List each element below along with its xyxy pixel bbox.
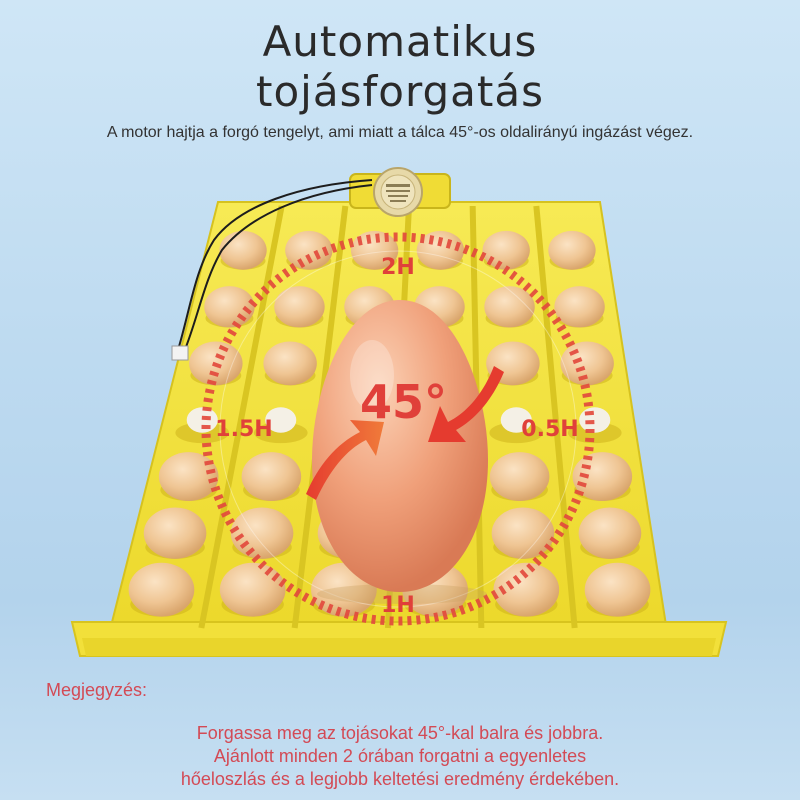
egg (230, 507, 294, 559)
egg (285, 230, 333, 270)
rotate-arrow-left-icon (306, 420, 384, 500)
featured-egg (312, 300, 488, 604)
egg (482, 230, 530, 270)
page-title-line1: Automatikus (262, 17, 538, 66)
egg-turner-illustration: 45° 2H 0.5H 1H 1.5H (70, 167, 728, 657)
rotation-dial (201, 232, 595, 626)
angle-label: 45° (360, 375, 447, 429)
egg (548, 230, 596, 270)
egg (491, 507, 555, 559)
subtitle: A motor hajtja a forgó tengelyt, ami mia… (106, 124, 694, 141)
clock-label-right: 0.5H (521, 417, 578, 442)
note-body: Forgassa meg az tojásokat 45°-kal balra … (0, 722, 800, 791)
rotate-arrow-right-icon (428, 366, 504, 442)
egg (241, 452, 302, 501)
clock-label-left: 1.5H (215, 417, 272, 442)
egg (158, 452, 219, 501)
egg (274, 286, 325, 328)
note-heading: Megjegyzés: (46, 680, 148, 700)
egg (579, 407, 611, 433)
egg-shadow (253, 422, 308, 444)
egg (572, 452, 633, 501)
motor-icon (373, 167, 423, 217)
egg (493, 562, 560, 617)
tray-rail (533, 205, 578, 629)
egg (578, 507, 642, 559)
egg (416, 230, 465, 270)
egg (219, 562, 286, 617)
egg-shadow (175, 422, 230, 444)
tray-rail (198, 205, 285, 629)
egg (484, 286, 535, 328)
page-title-line2: tojásforgatás (256, 67, 544, 116)
clock-label-bottom: 1H (381, 593, 415, 618)
note-line: Forgassa meg az tojásokat 45°-kal balra … (196, 723, 604, 743)
egg (554, 286, 605, 328)
egg (143, 507, 207, 559)
egg (128, 562, 195, 617)
egg (265, 407, 297, 433)
note-line: Ajánlott minden 2 órában forgatni a egye… (213, 746, 587, 766)
egg (584, 562, 651, 617)
egg (500, 407, 532, 433)
note-line: hőeloszlás és a legjobb keltetési eredmé… (180, 769, 620, 789)
egg (219, 230, 267, 270)
egg (263, 341, 317, 386)
egg-shadow (489, 422, 544, 444)
egg (489, 452, 550, 501)
motor-wire (171, 179, 373, 361)
egg-shadow (567, 422, 622, 444)
egg (204, 286, 255, 328)
clock-label-top: 2H (381, 255, 415, 280)
